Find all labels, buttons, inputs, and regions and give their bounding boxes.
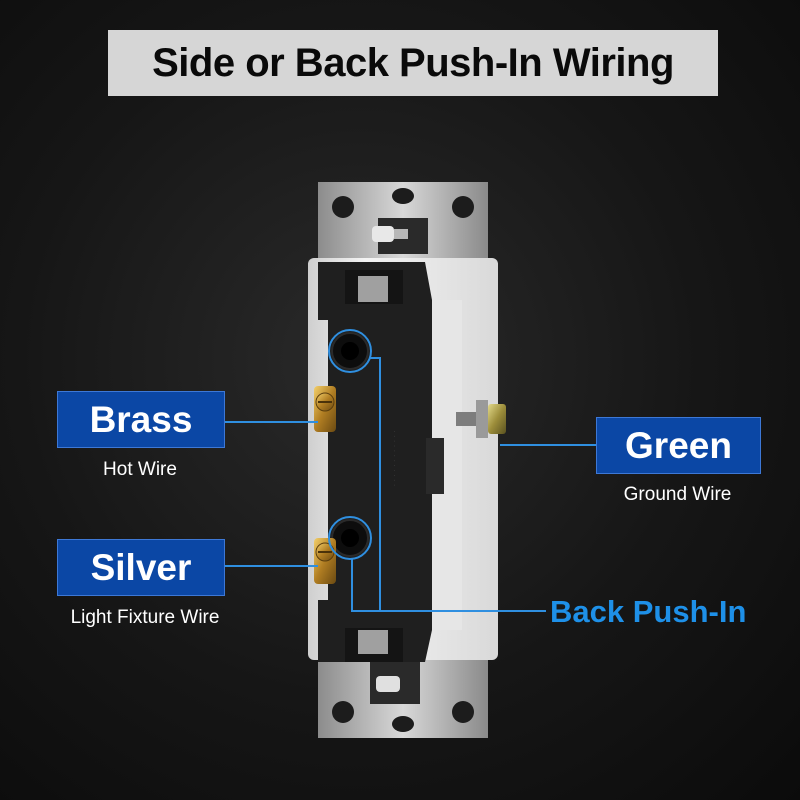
push-in-hole-bottom (331, 519, 369, 557)
green-ground-screw (456, 400, 506, 438)
title-bar: Side or Back Push-In Wiring (108, 30, 718, 96)
back-push-in-label: Back Push-In (550, 594, 747, 629)
green-label-text: Green (625, 424, 732, 466)
push-in-hole-top (331, 332, 369, 370)
silver-label-text: Silver (90, 546, 192, 588)
silver-terminal-screw (314, 538, 336, 584)
push-in-leader-bottom (351, 559, 380, 612)
switch-back-body: · · · · · · · · · · · · (318, 262, 432, 662)
push-in-highlight-top (328, 329, 372, 373)
silver-caption: Light Fixture Wire (70, 607, 220, 628)
page-title: Side or Back Push-In Wiring (152, 40, 674, 85)
mounting-strap-top (318, 182, 488, 270)
mounting-strap-bottom (318, 650, 488, 738)
green-label: Green (596, 417, 761, 474)
brass-caption: Hot Wire (103, 459, 177, 480)
silver-label: Silver (57, 539, 225, 596)
brass-label-text: Brass (89, 398, 193, 440)
callout-lines (224, 329, 596, 612)
brass-terminal-screw (314, 386, 336, 432)
push-in-highlight-bottom (328, 516, 372, 560)
brass-label: Brass (57, 391, 225, 448)
green-caption: Ground Wire (623, 484, 732, 505)
push-in-leader-top (370, 357, 546, 612)
toggle-notch (426, 438, 444, 494)
svg-text:· · · · · · · · · · · ·: · · · · · · · · · · · · (390, 430, 399, 486)
